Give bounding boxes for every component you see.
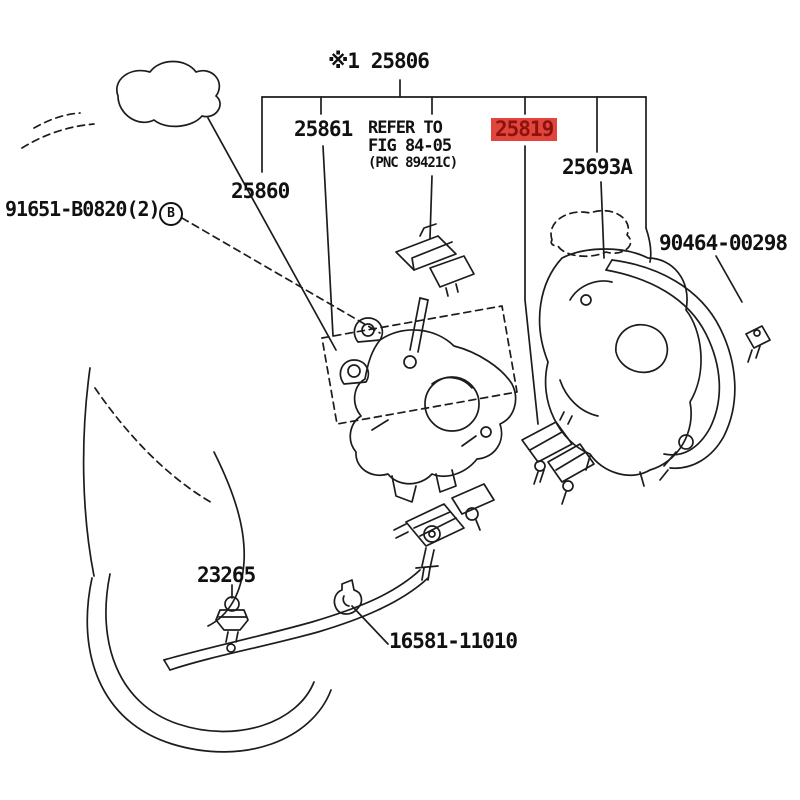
lower-solenoid <box>393 483 495 581</box>
hose-clamp <box>333 579 363 615</box>
part-label-25806: ※1 25806 <box>328 49 430 73</box>
transmission-housing <box>538 248 702 487</box>
dashed-assembly-box <box>21 112 632 505</box>
part-label-25861: 25861 <box>294 117 353 141</box>
leader-lines <box>231 79 743 645</box>
part-label-16581: 16581-11010 <box>389 629 518 653</box>
solenoid-valves <box>521 411 595 505</box>
vacuum-hose <box>163 569 429 671</box>
refer-note-line3: (PNC 89421C) <box>368 154 458 171</box>
vsv-valve <box>395 223 475 353</box>
sensor-23265 <box>215 596 249 653</box>
bracket-plate <box>339 317 517 503</box>
part-label-23265: 23265 <box>197 563 256 587</box>
engine-outline <box>82 60 337 753</box>
refer-note: REFER TO FIG 84-05 (PNC 89421C) <box>368 118 458 171</box>
refer-note-line1: REFER TO <box>368 118 443 138</box>
circled-b-marker: B <box>159 202 183 226</box>
part-label-91651: 91651-B0820(2) <box>5 197 161 221</box>
part-label-25819: 25819 <box>491 118 558 142</box>
part-label-25693A: 25693A <box>562 155 633 179</box>
refer-note-line2: FIG 84-05 <box>368 135 452 156</box>
part-label-25860: 25860 <box>231 179 290 203</box>
part-label-25819-wrap: 25819 <box>491 118 558 142</box>
part-label-90464: 90464-00298 <box>659 231 788 255</box>
hose-90464 <box>605 259 771 481</box>
